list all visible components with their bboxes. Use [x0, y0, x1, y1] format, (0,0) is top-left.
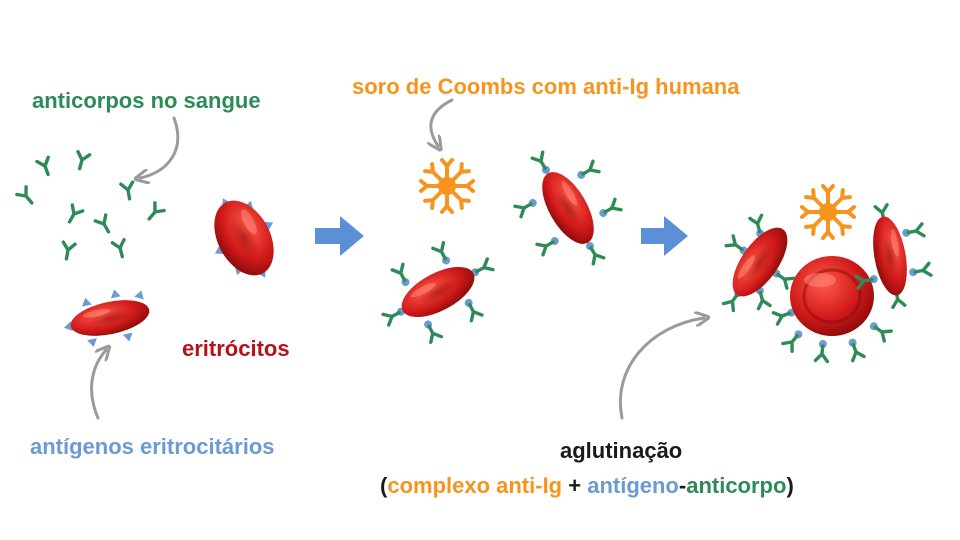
complex-antibody-text: anticorpo	[686, 473, 787, 498]
free-antibodies	[15, 149, 166, 262]
antigens-label: antígenos eritrocitários	[30, 434, 275, 459]
erythrocyte-with-antigens-1	[62, 288, 153, 349]
step-arrow-2	[641, 216, 688, 256]
pointer-coombs	[431, 98, 454, 146]
complex-plus: +	[562, 473, 588, 498]
sensitized-erythrocyte-2	[513, 150, 623, 266]
coombs-serum-label: soro de Coombs com anti-Ig humana	[352, 74, 740, 99]
complex-anti-ig-text: complexo anti-Ig	[387, 473, 563, 498]
agglutination-label: aglutinação	[560, 438, 683, 463]
agglutination-cluster	[721, 184, 933, 364]
anti-ig-star	[419, 158, 475, 214]
pointer-agglutination	[619, 318, 704, 420]
complex-antigen-text: antígeno	[587, 473, 679, 498]
complex-label: (complexo anti-Ig + antígeno-anticorpo)	[380, 475, 794, 497]
complex-dash: -	[678, 473, 687, 498]
complex-open-paren: (	[380, 473, 388, 498]
step-arrow-1	[315, 216, 364, 256]
sensitized-erythrocyte-1	[381, 240, 495, 344]
pointer-antigens	[90, 350, 106, 420]
erythrocytes-label: eritrócitos	[182, 336, 290, 361]
erythrocyte-with-antigens-2	[202, 190, 286, 286]
pointer-arrows	[90, 98, 704, 420]
antibodies-label: anticorpos no sangue	[32, 88, 261, 113]
complex-close-paren: )	[786, 473, 794, 498]
pointer-antibodies	[140, 116, 180, 178]
